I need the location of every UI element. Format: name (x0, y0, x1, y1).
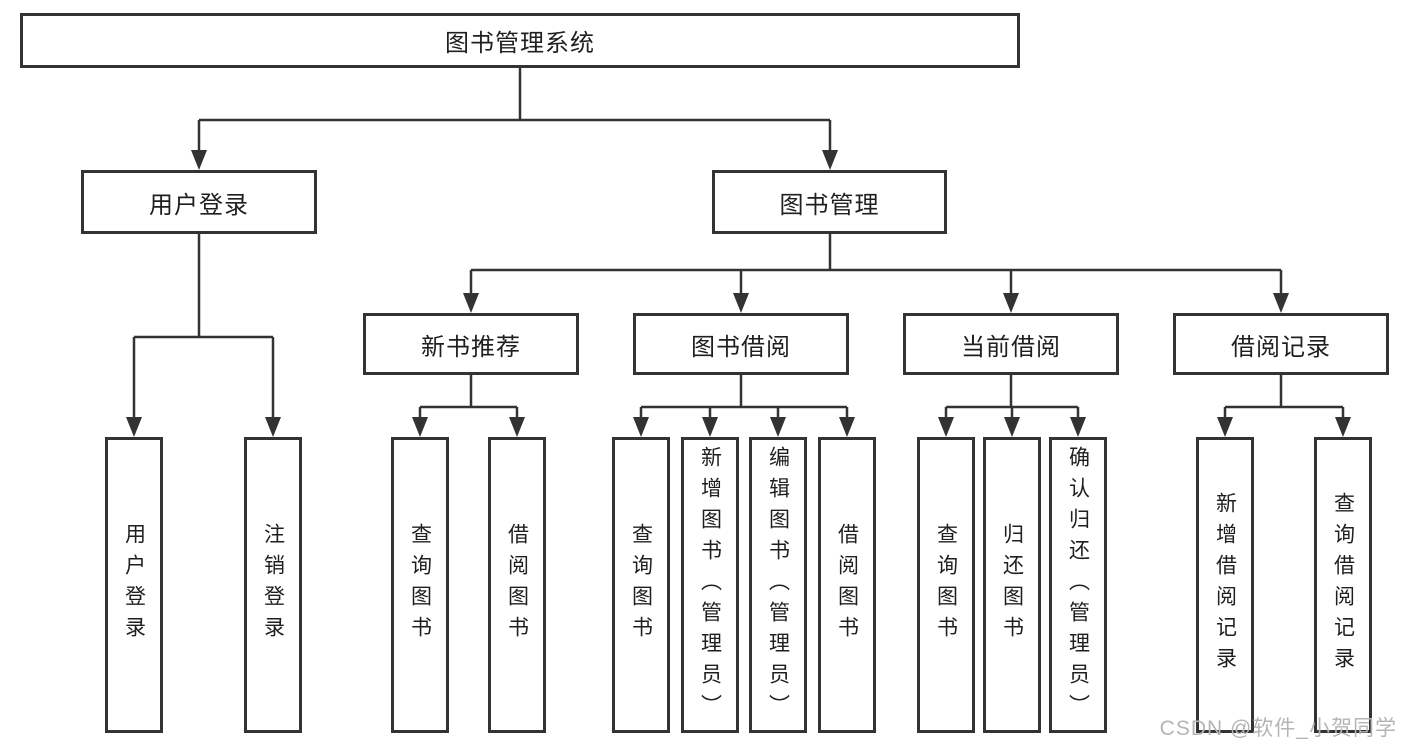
watermark: CSDN @软件_小贺同学 (1159, 717, 1397, 740)
leaf-query-record-label: 查询借阅记录 (1331, 492, 1355, 678)
leaf-newbook-query-label: 查询图书 (408, 523, 432, 647)
leaf-current-query-label: 查询图书 (934, 523, 958, 647)
leaf-confirm-return-admin-label: 确认归还（管理员） (1066, 445, 1090, 725)
node-new-book-recommend: 新书推荐 (363, 313, 579, 375)
leaf-return-book-label: 归还图书 (1000, 523, 1024, 647)
node-user-login-label: 用户登录 (149, 191, 249, 219)
leaf-user-login: 用户登录 (105, 437, 163, 733)
leaf-borrow-add-admin: 新增图书（管理员） (681, 437, 739, 733)
leaf-borrow-book-label: 借阅图书 (835, 523, 859, 647)
leaf-logout: 注销登录 (244, 437, 302, 733)
node-root-label: 图书管理系统 (445, 30, 595, 57)
node-book-borrow: 图书借阅 (633, 313, 849, 375)
leaf-query-record: 查询借阅记录 (1314, 437, 1372, 733)
leaf-borrow-query: 查询图书 (612, 437, 670, 733)
node-root: 图书管理系统 (20, 13, 1020, 68)
leaf-borrow-book: 借阅图书 (818, 437, 876, 733)
leaf-add-record-label: 新增借阅记录 (1213, 492, 1237, 678)
leaf-newbook-borrow: 借阅图书 (488, 437, 546, 733)
leaf-borrow-edit-admin: 编辑图书（管理员） (749, 437, 807, 733)
leaf-return-book: 归还图书 (983, 437, 1041, 733)
node-borrow-records-label: 借阅记录 (1231, 333, 1331, 361)
leaf-newbook-borrow-label: 借阅图书 (505, 523, 529, 647)
leaf-user-login-label: 用户登录 (122, 523, 146, 647)
leaf-logout-label: 注销登录 (261, 523, 285, 647)
node-book-borrow-label: 图书借阅 (691, 333, 791, 361)
leaf-newbook-query: 查询图书 (391, 437, 449, 733)
leaf-confirm-return-admin: 确认归还（管理员） (1049, 437, 1107, 733)
leaf-add-record: 新增借阅记录 (1196, 437, 1254, 733)
node-user-login: 用户登录 (81, 170, 317, 234)
leaf-borrow-query-label: 查询图书 (629, 523, 653, 647)
node-current-borrow-label: 当前借阅 (961, 333, 1061, 361)
node-new-book-recommend-label: 新书推荐 (421, 333, 521, 361)
leaf-borrow-edit-admin-label: 编辑图书（管理员） (766, 445, 790, 725)
leaf-current-query: 查询图书 (917, 437, 975, 733)
node-current-borrow: 当前借阅 (903, 313, 1119, 375)
node-book-management-label: 图书管理 (779, 191, 880, 219)
node-book-management: 图书管理 (712, 170, 947, 234)
leaf-borrow-add-admin-label: 新增图书（管理员） (698, 445, 722, 725)
node-borrow-records: 借阅记录 (1173, 313, 1389, 375)
